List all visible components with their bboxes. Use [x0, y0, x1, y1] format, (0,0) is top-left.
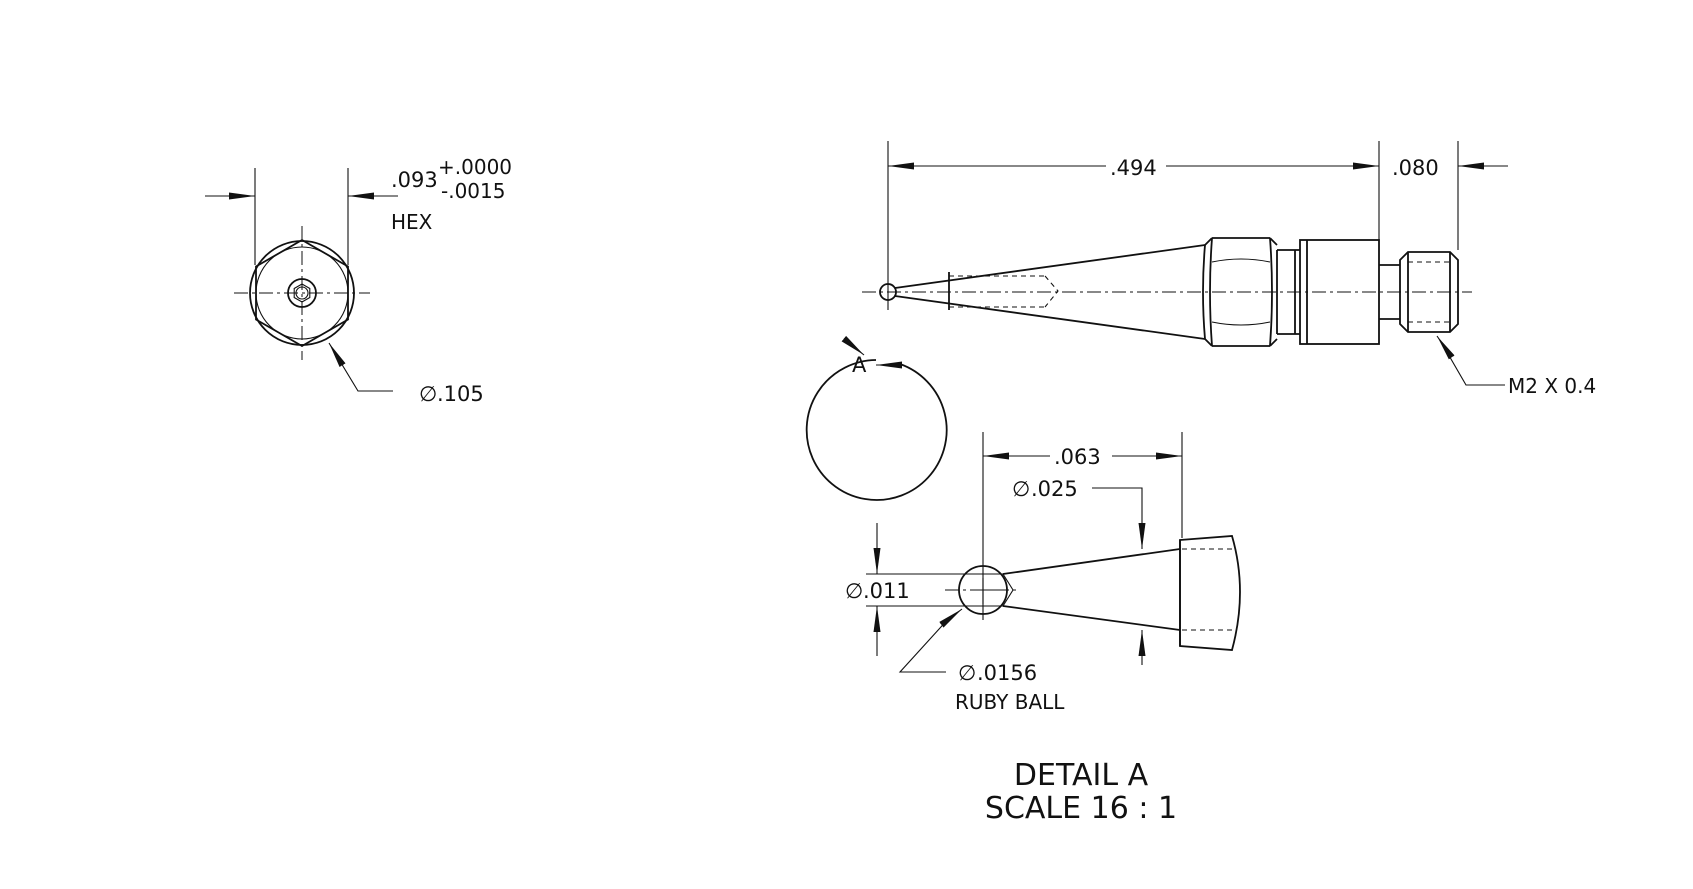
hex-chamfer [1269, 237, 1278, 246]
socket-bore [295, 286, 309, 300]
dia-symbol: ∅ [419, 382, 437, 406]
detail-arrow [841, 335, 865, 356]
hex-chamfer [1269, 338, 1278, 347]
hex-face [1209, 237, 1213, 347]
hex-tol-minus: -.0015 [441, 179, 505, 203]
detail-scale: SCALE 16 : 1 [985, 791, 1177, 826]
cylinder-body [1299, 239, 1380, 345]
cone-edge [1002, 548, 1181, 575]
stem-end [1179, 535, 1241, 651]
neck-dia-value: .011 [863, 579, 910, 603]
ruby-ball [879, 283, 897, 301]
thread-body [1399, 251, 1459, 333]
leader-arrow [939, 608, 963, 628]
hex-chamfer [1204, 338, 1213, 347]
leader-arrow [1436, 335, 1455, 360]
hex-tol-plus: +.0000 [438, 155, 512, 179]
ball-dia-value: .0156 [977, 661, 1037, 685]
hidden-line [1044, 275, 1059, 308]
side-view: .494 .080 A [805, 141, 1596, 501]
leader-line [331, 347, 393, 392]
length-dim: .494 [1110, 156, 1157, 180]
leader-line [1439, 339, 1505, 386]
dia-symbol: ∅ [845, 579, 863, 603]
cone-edge [1002, 605, 1181, 631]
hex-face [1269, 237, 1273, 347]
thread-length-dim: .080 [1392, 156, 1439, 180]
hex-outline [255, 238, 349, 348]
end-view: .093 +.0000 -.0015 HEX ∅ .105 [205, 155, 512, 406]
detail-title: DETAIL A [1014, 758, 1149, 793]
detail-label: A [852, 353, 867, 377]
center-hole [287, 278, 317, 308]
hex-flat [1211, 258, 1271, 263]
hex-chamfer [1204, 237, 1213, 246]
outer-dia-value: .105 [437, 382, 484, 406]
detail-view: .063 ∅ .025 ∅ .011 ∅ .0156 RUBY BALL [845, 432, 1241, 826]
socket-hex [293, 283, 311, 303]
dia-symbol: ∅ [958, 661, 976, 685]
ball-label: RUBY BALL [955, 690, 1065, 714]
leader-arrow [328, 342, 346, 368]
cone-edge [894, 295, 1206, 340]
stem-dia-value: .025 [1031, 477, 1078, 501]
dimension-arrow [1092, 487, 1146, 549]
hex-face [1202, 244, 1206, 340]
cone-edge [894, 244, 1206, 289]
hex-flat [1211, 321, 1271, 326]
stem-length-dim: .063 [1054, 445, 1101, 469]
thread-callout: M2 X 0.4 [1508, 374, 1596, 398]
leader-line [898, 616, 951, 673]
hex-dim-nominal: .093 [391, 168, 438, 192]
dia-symbol: ∅ [1012, 477, 1030, 501]
detail-circle [805, 359, 948, 501]
hex-label: HEX [391, 210, 433, 234]
